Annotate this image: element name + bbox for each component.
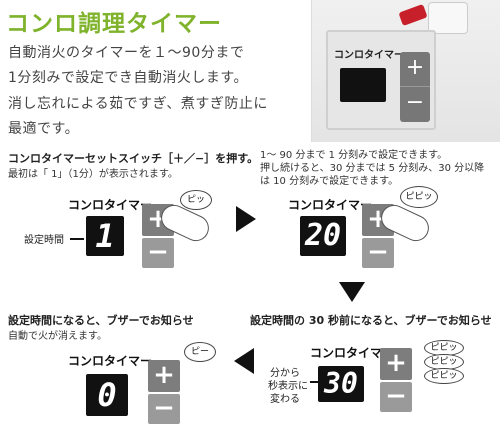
leader-line bbox=[70, 238, 84, 240]
beep-bubble: ピッ bbox=[180, 190, 212, 210]
step1-heading: コンロタイマーセットスイッチ［＋／−］を押す。 bbox=[8, 152, 259, 165]
plus-button[interactable]: + bbox=[148, 360, 180, 392]
intro-line-3: 消し忘れによる茹ですぎ、煮すぎ防止に bbox=[8, 96, 268, 112]
widget3-side-2: 秒表示に bbox=[268, 381, 308, 392]
plus-button[interactable]: + bbox=[380, 348, 412, 380]
knob-image bbox=[428, 2, 468, 34]
minus-button[interactable]: − bbox=[380, 382, 412, 412]
step2-line-1: 1〜 90 分まで 1 分刻みで設定できます。 bbox=[260, 150, 448, 161]
page-title: コンロ調理タイマー bbox=[6, 11, 222, 37]
widget1-label: コンロタイマー bbox=[68, 198, 153, 212]
step3-heading: 設定時間の 30 秒前になると、ブザーでお知らせ bbox=[250, 314, 492, 327]
widget4-display: 0 bbox=[86, 374, 128, 416]
widget3-label: コンロタイマー bbox=[310, 346, 395, 360]
timer-plate-buttons bbox=[400, 52, 430, 122]
step4-sub: 自動で火が消えます。 bbox=[8, 331, 107, 342]
step1-sub: 最初は「 1」（1分）が表示されます。 bbox=[8, 169, 178, 180]
minus-icon: − bbox=[400, 86, 430, 120]
widget3-display: 30 bbox=[318, 366, 364, 402]
arrow-down-icon bbox=[339, 282, 365, 302]
beep-bubble: ピー bbox=[184, 342, 216, 362]
step4-heading: 設定時間になると、ブザーでお知らせ bbox=[8, 314, 194, 327]
arrow-left-icon bbox=[234, 348, 254, 374]
widget2-label: コンロタイマー bbox=[288, 198, 373, 212]
widget1-display: 1 bbox=[86, 216, 124, 256]
beep-bubble: ピピッ bbox=[400, 186, 438, 208]
timer-plate-label: コンロタイマー bbox=[334, 50, 404, 61]
widget1-side-label: 設定時間 bbox=[24, 235, 64, 246]
leader-line bbox=[310, 381, 318, 383]
intro-line-1: 自動消火のタイマーを１〜90分まで bbox=[8, 45, 245, 61]
minus-button[interactable]: − bbox=[362, 238, 394, 268]
step2-line-2: 押し続けると、30 分までは 5 分刻み、30 分以降 bbox=[260, 163, 485, 174]
widget3-side-3: 変わる bbox=[270, 394, 300, 405]
beep-bubble: ピピッ bbox=[424, 368, 464, 384]
widget3-side-1: 分から bbox=[270, 368, 300, 379]
widget4-label: コンロタイマー bbox=[68, 354, 153, 368]
widget2-display: 20 bbox=[300, 216, 346, 256]
beep-bubble: ピピッ bbox=[424, 340, 464, 356]
plus-icon: + bbox=[405, 55, 425, 80]
intro-line-4: 最適です。 bbox=[8, 121, 80, 137]
minus-button[interactable]: − bbox=[148, 394, 180, 424]
intro-line-2: 1分刻みで設定でき自動消火します。 bbox=[8, 70, 249, 86]
arrow-right-icon bbox=[236, 206, 256, 232]
minus-button[interactable]: − bbox=[142, 238, 174, 268]
timer-plate-display bbox=[340, 68, 386, 102]
step2-line-3: は 10 分刻みで設定できます。 bbox=[260, 176, 399, 187]
